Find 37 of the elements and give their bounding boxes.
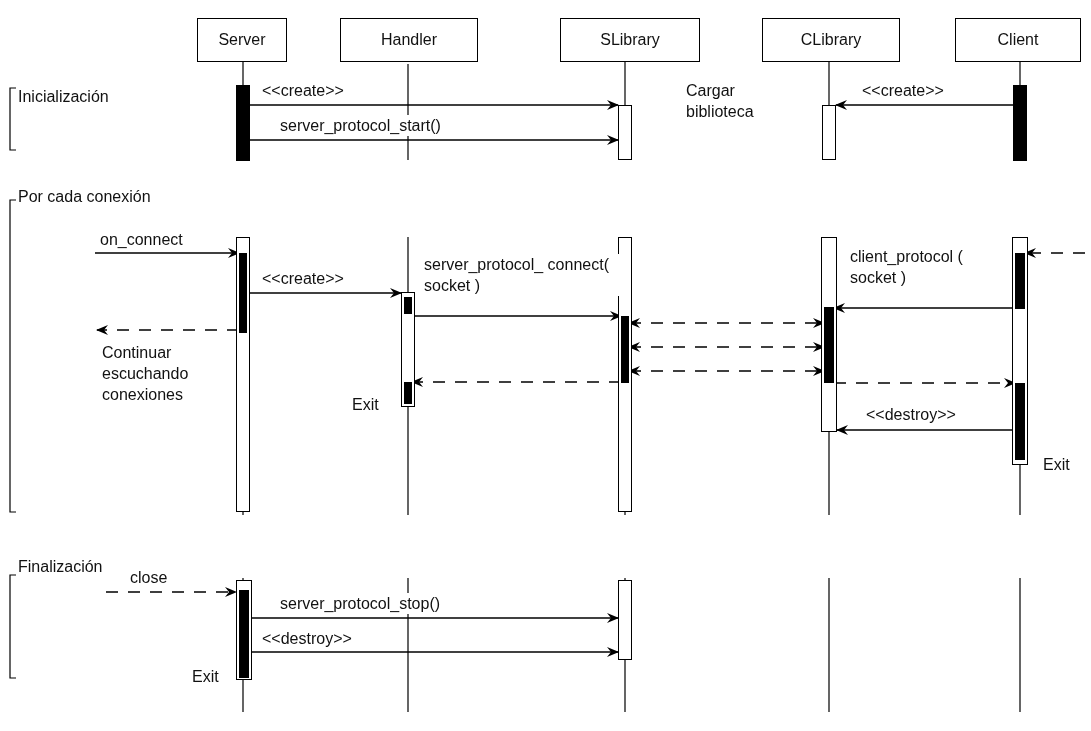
- activation-bar: [404, 297, 412, 314]
- activation-bar: [1015, 253, 1025, 309]
- exit-note: Exit: [192, 667, 219, 687]
- activation-bar: [618, 237, 632, 512]
- activation-bar: [621, 316, 629, 383]
- message-arrow: [249, 100, 619, 110]
- lifeline: [1019, 61, 1021, 86]
- participant-box: Server: [197, 18, 287, 62]
- activation-bar: [1015, 383, 1025, 460]
- lifeline: [242, 61, 244, 86]
- lifeline: [624, 61, 626, 106]
- activation-bar: [236, 237, 250, 512]
- activation-bar: [239, 590, 249, 678]
- participant-box: Client: [955, 18, 1081, 62]
- message-label: server_protocol_start(): [280, 115, 441, 136]
- participant-box: Handler: [340, 18, 478, 62]
- activation-bar: [404, 382, 412, 404]
- activation-bar: [618, 580, 632, 660]
- activation-bar: [821, 237, 837, 432]
- message-arrow: [249, 135, 619, 145]
- activation-bar: [236, 580, 252, 680]
- activation-bar: [236, 85, 250, 161]
- message-arrow: [105, 587, 237, 597]
- activation-bar: [1012, 237, 1028, 465]
- message-label: server_protocol_stop(): [280, 593, 441, 614]
- activation-bar: [239, 253, 247, 333]
- exit-note: Exit: [352, 395, 379, 415]
- participant-box: CLibrary: [762, 18, 900, 62]
- message-arrow: [835, 100, 1014, 110]
- exit-note: Exit: [1043, 455, 1070, 475]
- lifeline: [828, 61, 830, 106]
- activation-bar: [822, 105, 836, 160]
- activation-bar: [618, 105, 632, 160]
- activation-bar: [1013, 85, 1027, 161]
- participant-box: SLibrary: [560, 18, 700, 62]
- activation-bar: [824, 307, 834, 383]
- activation-bar: [401, 292, 415, 407]
